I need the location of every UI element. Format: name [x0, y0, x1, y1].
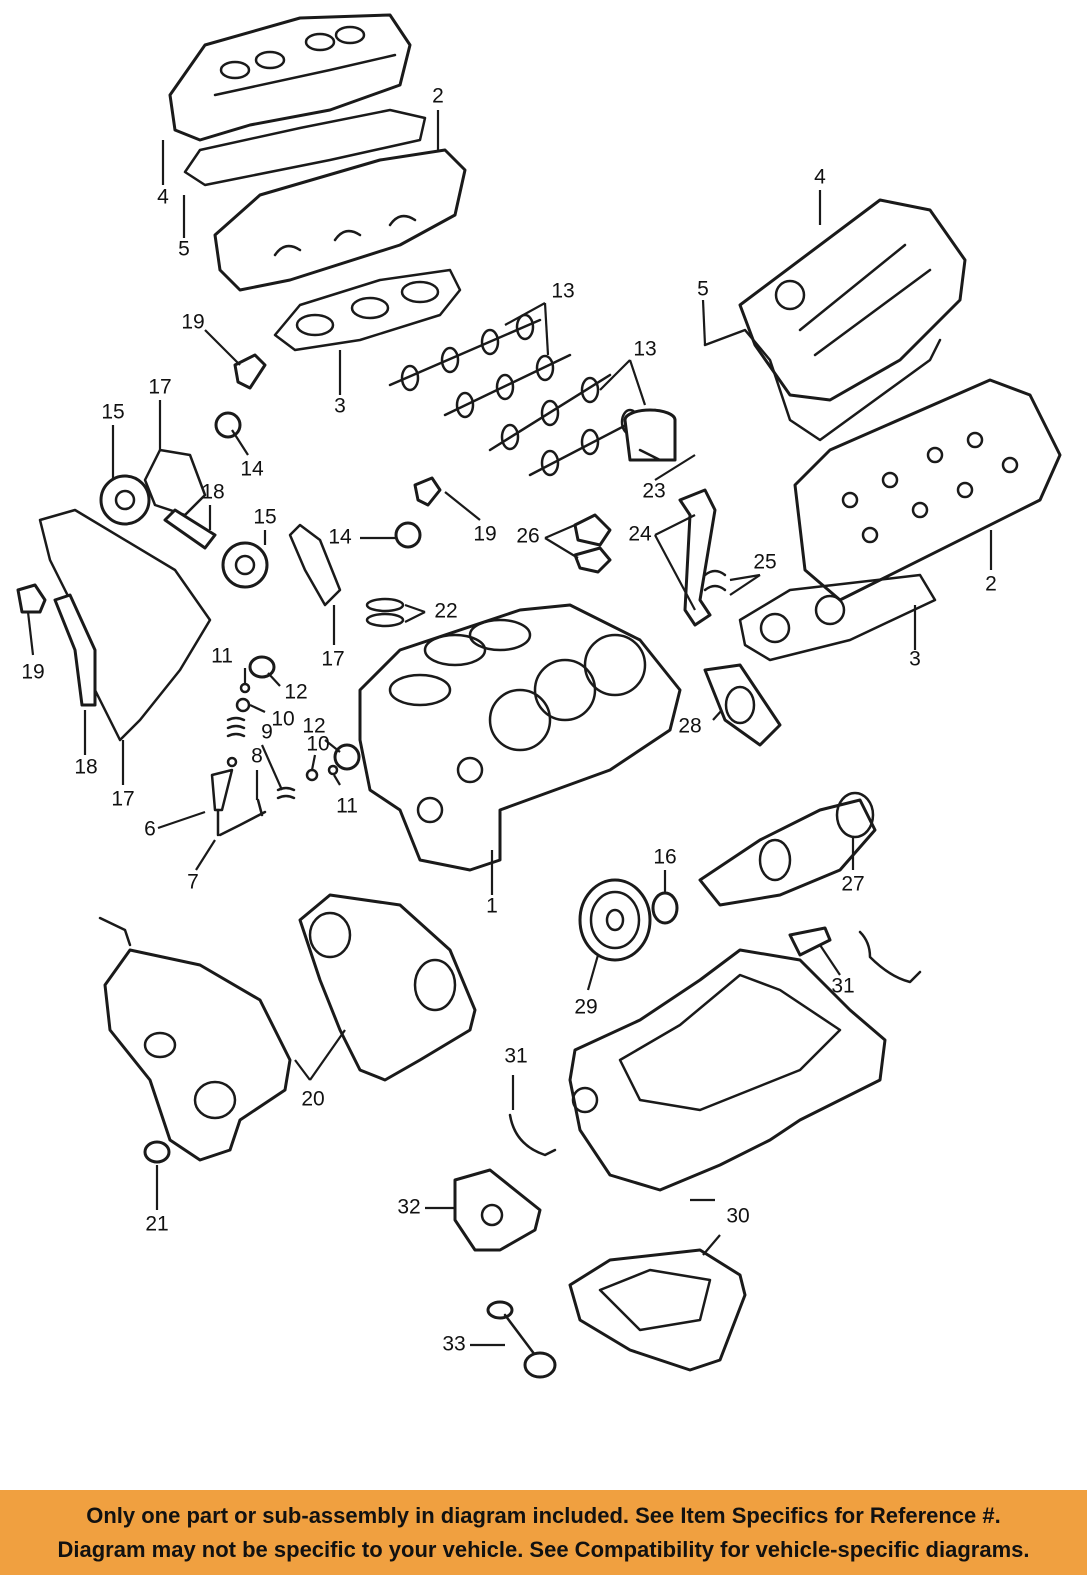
callout-32: 32	[397, 1196, 420, 1219]
callout-24: 24	[628, 523, 652, 546]
callout-19: 19	[21, 661, 44, 684]
callout-12: 12	[302, 715, 325, 738]
oil-pan-gasket-left	[508, 1113, 557, 1157]
callout-31: 31	[831, 975, 854, 998]
cylinder-head-left	[213, 148, 467, 292]
callout-14: 14	[328, 526, 352, 549]
idler-sprocket-upper	[214, 411, 242, 439]
oil-pan-gasket-right	[858, 930, 922, 984]
callout-12: 12	[284, 681, 307, 704]
crank-pulley	[578, 878, 652, 962]
cam-sprocket-left	[99, 474, 151, 526]
main-bearings	[573, 513, 612, 574]
timing-cover-seal	[143, 1140, 171, 1164]
callout-11: 11	[336, 795, 358, 818]
callout-5: 5	[178, 238, 190, 261]
callout-19: 19	[473, 523, 496, 546]
callout-22: 22	[434, 600, 457, 623]
engine-block	[358, 603, 682, 872]
callout-5: 5	[697, 278, 709, 301]
disclaimer-banner: Only one part or sub-assembly in diagram…	[0, 1490, 1087, 1575]
rear-main-seal	[703, 663, 782, 747]
oil-pickup	[486, 1300, 557, 1379]
connecting-rod	[678, 488, 717, 627]
callout-19: 19	[181, 311, 204, 334]
callout-3: 3	[909, 648, 921, 671]
callout-4: 4	[157, 186, 169, 209]
chain-tensioner-left	[16, 583, 47, 614]
callout-17: 17	[321, 648, 344, 671]
callout-6: 6	[144, 818, 156, 841]
callout-18: 18	[201, 481, 224, 504]
callout-31: 31	[504, 1045, 527, 1068]
callout-21: 21	[145, 1213, 168, 1236]
head-gasket-left	[273, 268, 462, 352]
callout-13: 13	[633, 338, 656, 361]
callout-25: 25	[753, 551, 776, 574]
secondary-chain-left	[143, 448, 207, 517]
callout-9: 9	[261, 721, 273, 744]
cylinder-head-right	[793, 378, 1062, 602]
callout-29: 29	[574, 996, 597, 1019]
callout-17: 17	[111, 788, 134, 811]
callout-13: 13	[551, 280, 574, 303]
valve-cover-gasket-left	[183, 108, 427, 187]
callout-15: 15	[253, 506, 276, 529]
callout-30: 30	[726, 1205, 749, 1228]
secondary-chain-right	[288, 523, 342, 607]
callout-2: 2	[985, 573, 997, 596]
cam-sprocket-right	[221, 541, 269, 589]
chain-guide	[53, 593, 97, 707]
callout-8: 8	[251, 745, 263, 768]
head-gasket-right	[738, 573, 937, 662]
callout-23: 23	[642, 480, 665, 503]
callout-18: 18	[74, 756, 97, 779]
callout-20: 20	[301, 1088, 324, 1111]
oil-pan-lower	[568, 1248, 747, 1372]
banner-line-1: Only one part or sub-assembly in diagram…	[86, 1502, 1001, 1528]
banner-line-2: Diagram may not be specific to your vehi…	[57, 1536, 1030, 1562]
timing-cover-inner	[298, 893, 477, 1082]
rod-bearings	[703, 569, 727, 592]
callout-4: 4	[814, 166, 826, 189]
valve-cover-left	[168, 13, 412, 142]
timing-cover	[98, 916, 292, 1162]
callout-10: 10	[306, 733, 329, 756]
front-crank-seal	[651, 891, 679, 925]
valve-cover-gasket-right	[703, 328, 942, 442]
callout-2: 2	[432, 85, 444, 108]
callout-3: 3	[334, 395, 346, 418]
engine-exploded-diagram: 1 2 2 3 3 4 4 5 5 6 7 8 9 10 10 11 11 12…	[16, 13, 1062, 1379]
tensioner-middle	[413, 476, 442, 507]
callout-27: 27	[841, 873, 864, 896]
callout-1: 1	[486, 895, 498, 918]
tensioner-upper	[233, 353, 267, 390]
callout-14: 14	[240, 458, 264, 481]
callout-16: 16	[653, 846, 676, 869]
callout-15: 15	[101, 401, 124, 424]
leader-lines	[26, 110, 993, 1347]
valve-train	[210, 655, 361, 837]
oil-pump	[453, 1168, 542, 1252]
idler-sprocket-lower	[394, 521, 422, 549]
camshafts	[388, 313, 657, 477]
callout-26: 26	[516, 525, 539, 548]
oil-pan-upper	[568, 926, 887, 1192]
timing-chain	[38, 508, 212, 742]
tensioner-spring	[163, 508, 217, 550]
callout-33: 33	[442, 1333, 465, 1356]
callout-10: 10	[271, 708, 294, 731]
callout-11: 11	[211, 645, 233, 668]
callout-labels: 1 2 2 3 3 4 4 5 5 6 7 8 9 10 10 11 11 12…	[21, 85, 997, 1356]
crankshaft	[698, 791, 877, 907]
callout-7: 7	[187, 871, 199, 894]
callout-17: 17	[148, 376, 171, 399]
diagram-canvas: 1 2 2 3 3 4 4 5 5 6 7 8 9 10 10 11 11 12…	[16, 13, 1062, 1379]
piston-rings	[365, 597, 405, 628]
callout-28: 28	[678, 715, 701, 738]
piston	[623, 408, 677, 462]
